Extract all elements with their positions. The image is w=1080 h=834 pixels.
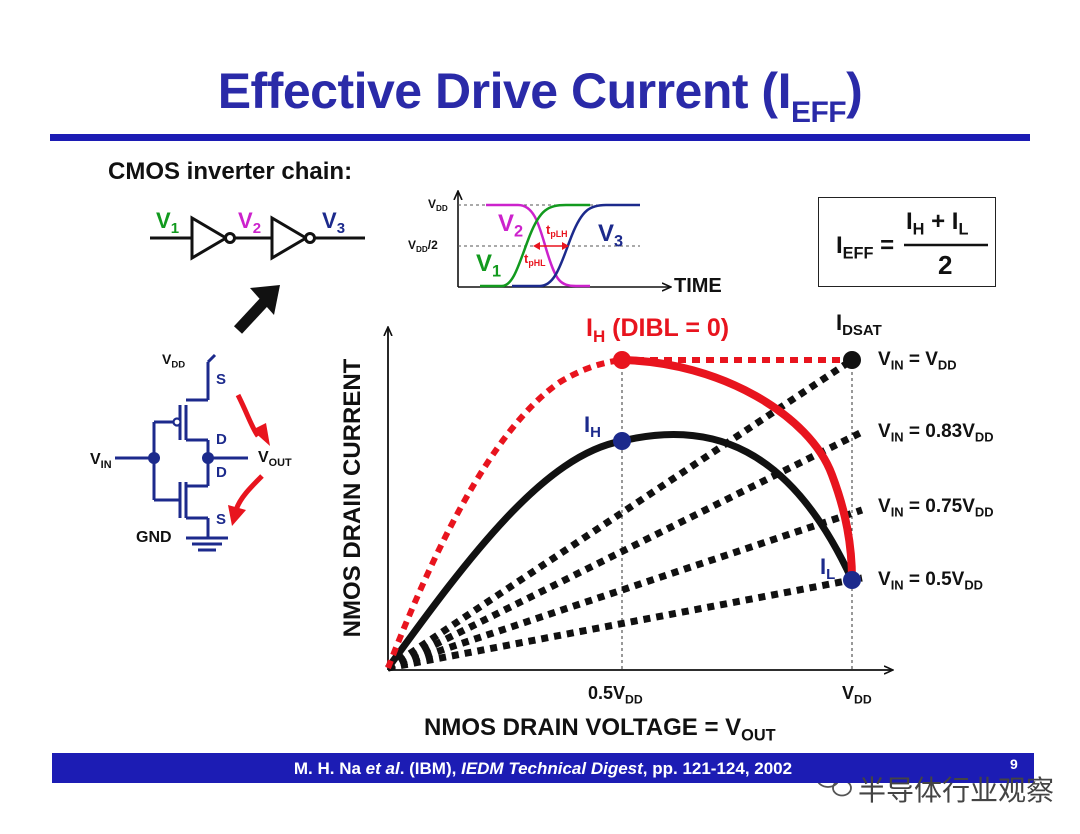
current-flow-arrows (228, 393, 270, 526)
plot-y-axis-label: NMOS DRAIN CURRENT (339, 358, 366, 638)
schematic-source-top: S (216, 371, 227, 388)
watermark-text: 半导体行业观察 (858, 774, 1055, 807)
schematic-drain-top: D (216, 431, 227, 448)
formula-numerator: IH + IL (906, 208, 969, 239)
load-line-label-vdd: VIN = VDD (878, 349, 957, 373)
plot-x-tick-vdd: VDD (842, 683, 872, 707)
waveform-v3-label: V3 (598, 220, 624, 251)
schematic-gnd-label: GND (136, 529, 172, 546)
inverter-schematic (115, 353, 248, 552)
schematic-source-bottom: S (216, 511, 227, 528)
plot-idsat-label: IDSAT (836, 310, 882, 340)
il-point (843, 571, 861, 589)
plot-ih-label: IH (584, 412, 601, 442)
iv-plot (388, 328, 892, 670)
formula-box (818, 197, 996, 287)
footer-citation: M. H. Na et al. (IBM), IEDM Technical Di… (293, 759, 793, 778)
chain-label-v1: V1 (156, 208, 180, 238)
load-line-label-075: VIN = 0.75VDD (878, 496, 994, 520)
ih-dibl-point (613, 351, 631, 369)
waveform-v2-label: V2 (498, 210, 524, 241)
schematic-vdd-label: VDD (162, 351, 186, 371)
input-node-dot (148, 452, 160, 464)
pmos-gate-bubble (172, 417, 182, 427)
waveform-vdd-half-label: VDD/2 (408, 238, 438, 254)
idsat-point (843, 351, 861, 369)
inverter-chain (150, 215, 365, 261)
chain-label-v3: V3 (322, 208, 346, 238)
waveform-tplh-label: tpLH (546, 222, 568, 240)
waveform-inset (458, 192, 670, 287)
load-line-label-05: VIN = 0.5VDD (878, 569, 983, 593)
plot-ih-dibl-label: IH (DIBL = 0) (586, 314, 730, 346)
schematic-vout-label: VOUT (258, 449, 292, 469)
ih-point (613, 432, 631, 450)
title-divider (50, 134, 1030, 141)
schematic-drain-bottom: D (216, 464, 227, 481)
formula-denominator: 2 (938, 250, 953, 280)
footer-bar (52, 753, 1034, 783)
schematic-vin-label: VIN (90, 451, 112, 471)
waveform-vdd-label: VDD (428, 197, 448, 213)
output-node-dot (202, 452, 214, 464)
plot-x-axis-label: NMOS DRAIN VOLTAGE = VOUT (424, 714, 776, 745)
plot-x-tick-half-vdd: 0.5VDD (588, 683, 643, 707)
plot-il-label: IL (820, 554, 836, 584)
arrow-to-chain (233, 285, 280, 334)
waveform-tphl-label: tpHL (524, 251, 546, 269)
section-subtitle: CMOS inverter chain: (108, 158, 353, 185)
load-line-label-083: VIN = 0.83VDD (878, 421, 994, 445)
waveform-v1-label: V1 (476, 250, 502, 281)
page-title: Effective Drive Current (IEFF) (217, 63, 863, 129)
waveform-time-label: TIME (674, 275, 722, 297)
chain-label-v2: V2 (238, 208, 262, 238)
formula-lhs: IEFF = (836, 232, 895, 263)
page-number: 9 (1010, 756, 1018, 772)
